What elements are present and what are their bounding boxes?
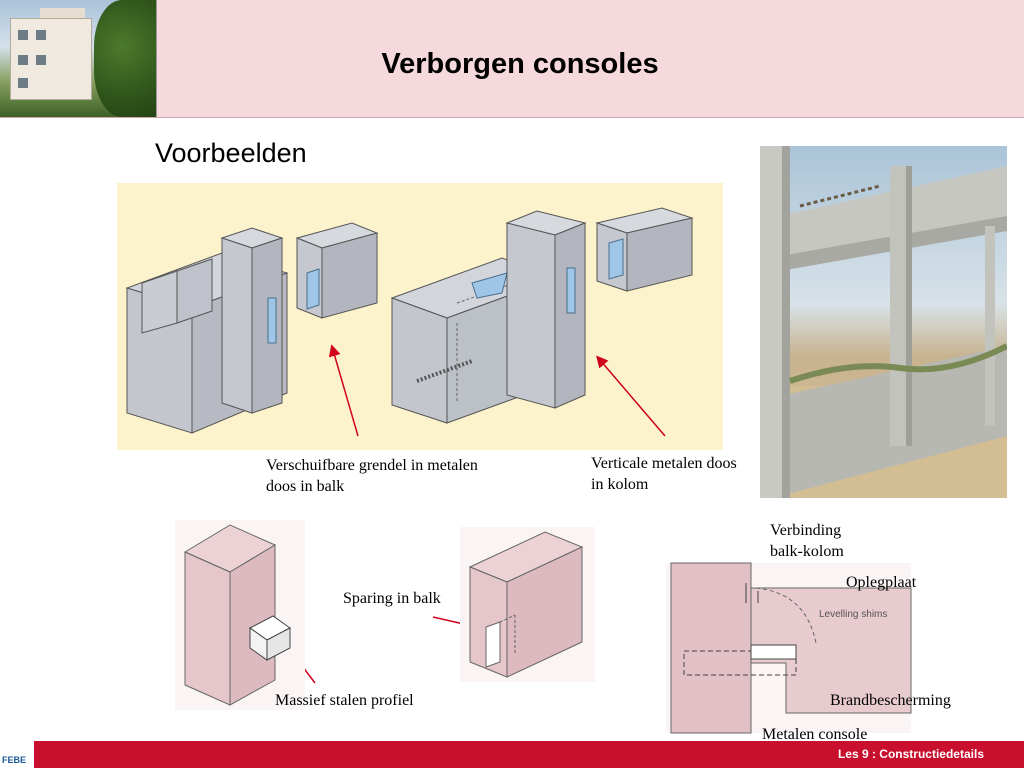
label-metalen-console: Metalen console <box>762 726 868 743</box>
concealed-console-drawing <box>117 183 723 450</box>
building-photo <box>0 0 157 117</box>
beam-column-section-detail <box>666 562 912 734</box>
label-brandbescherming: Brandbescherming <box>830 692 951 709</box>
label-oplegplaat: Oplegplaat <box>846 574 917 591</box>
label-vertical-box: Verticale metalen doos in kolom <box>591 455 737 493</box>
label-verbinding: Verbinding balk-kolom <box>770 522 844 560</box>
column-with-steel-profile-drawing <box>175 520 305 710</box>
beam-with-recess-drawing <box>460 527 595 682</box>
febe-logo <box>0 741 34 768</box>
logo-text: FEBE <box>2 755 27 765</box>
label-massief: Massief stalen profiel <box>275 692 414 709</box>
page-title: Verborgen consoles <box>381 48 659 80</box>
footer-bar <box>0 741 1024 768</box>
section-subtitle: Voorbeelden <box>155 138 307 168</box>
precast-structure-photo <box>760 146 1007 498</box>
footer-course-title: Les 9 : Constructiedetails <box>837 747 984 761</box>
label-grendel: Verschuifbare grendel in metalen doos in… <box>266 457 478 495</box>
label-levelling-shims: Levelling shims <box>819 609 888 620</box>
label-sparing: Sparing in balk <box>343 590 441 607</box>
slide-header <box>0 0 1024 118</box>
